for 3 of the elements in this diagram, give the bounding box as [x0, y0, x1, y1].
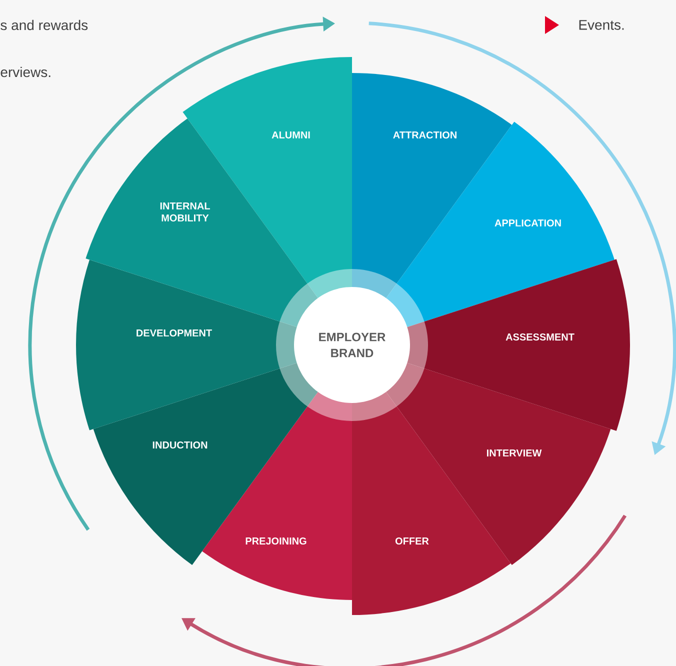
- note-text: Events.: [579, 20, 624, 30]
- note-text: erviews.: [0, 66, 50, 78]
- note-text: s and rewards: [0, 20, 88, 30]
